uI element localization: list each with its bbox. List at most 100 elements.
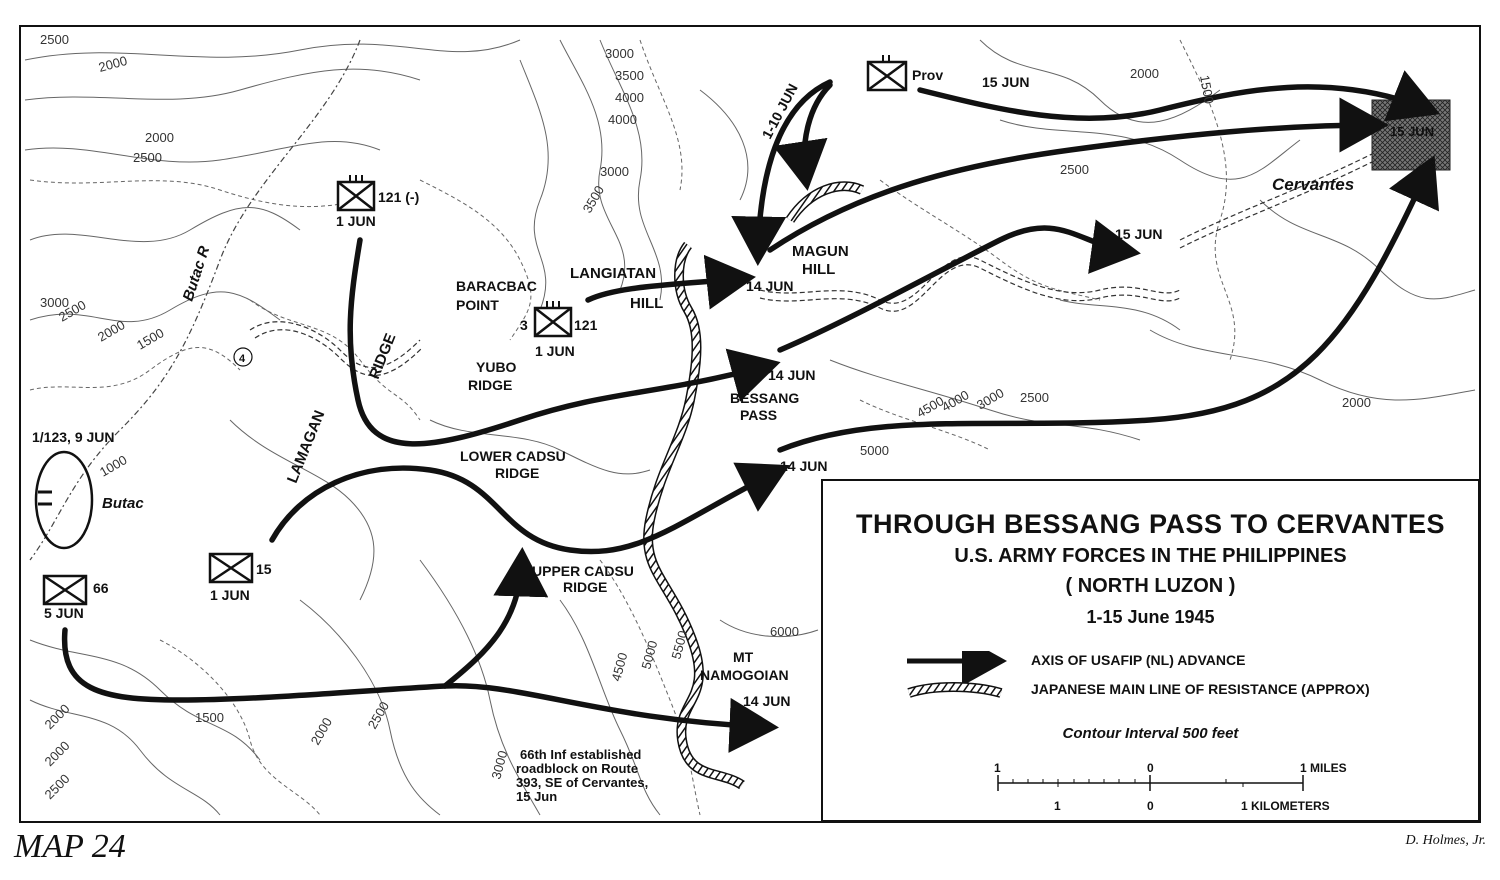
contour-line (419, 179, 532, 341)
cartographer-credit: D. Holmes, Jr. (1405, 833, 1487, 848)
scale-miles-zero: 0 (1147, 761, 1154, 775)
contour-line (719, 619, 819, 637)
unit-symbols (42, 55, 908, 606)
contour-line (419, 559, 541, 816)
place-labels: Cervantes 15 JUN Butac Butac R BARACBAC … (102, 124, 1434, 683)
advance-arrow (442, 547, 549, 689)
unit-3-121-date: 1 JUN (535, 343, 575, 359)
contour-label: 4000 (615, 90, 644, 105)
contour-line (979, 39, 1221, 123)
date-14-jun-magun: 14 JUN (746, 278, 793, 294)
legend-key-advance: AXIS OF USAFIP (NL) ADVANCE (1031, 652, 1246, 668)
advance-arrow (347, 237, 781, 447)
advance-arrow (61, 627, 779, 753)
contour-label: 2500 (133, 150, 162, 165)
place-cervantes: Cervantes (1272, 175, 1354, 194)
place-bessang: BESSANG (730, 390, 799, 406)
japanese-line-of-resistance (643, 181, 865, 790)
unit-123-label: 1/123, 9 JUN (32, 429, 115, 445)
legend-dates: 1-15 June 1945 (1086, 607, 1215, 627)
route-4-label: 4 (239, 353, 246, 365)
date-15-jun-top: 15 JUN (982, 74, 1029, 90)
unit-121-label: 121 (-) (378, 189, 419, 205)
contour-line (29, 699, 221, 816)
unit-prov-label: Prov (912, 67, 943, 83)
contour-line (24, 39, 521, 61)
contour-line (24, 68, 421, 101)
legend-title: THROUGH BESSANG PASS TO CERVANTES (855, 509, 1446, 539)
unit-prov-symbol (866, 55, 908, 92)
contour-line (299, 599, 441, 816)
date-14-jun-bessang: 14 JUN (768, 367, 815, 383)
legend-key-resistance: JAPANESE MAIN LINE OF RESISTANCE (APPROX… (1031, 681, 1370, 697)
contour-label: 3000 (40, 295, 69, 310)
contour-line (429, 419, 651, 475)
legend-box: THROUGH BESSANG PASS TO CERVANTES U.S. A… (821, 479, 1480, 822)
date-14-jun-south: 14 JUN (743, 693, 790, 709)
advance-arrows (61, 70, 1441, 753)
contour-label: 4500 (608, 651, 630, 683)
contour-label: 5500 (668, 629, 690, 661)
advance-arrow (731, 79, 833, 266)
place-yubo: YUBO (476, 359, 517, 375)
contour-label: 2500 (40, 32, 69, 47)
unit-66-date: 5 JUN (44, 605, 84, 621)
contour-label: 3000 (600, 164, 629, 179)
contour-label: 5000 (638, 639, 660, 671)
unit-3-121-right: 121 (574, 317, 598, 333)
contour-line (29, 347, 241, 391)
roadblock-note: 66th Inf established roadblock on Route … (516, 747, 648, 804)
map-number: MAP 24 (14, 828, 126, 865)
contour-line (29, 207, 301, 243)
scale-km-left: 1 (1054, 799, 1061, 813)
scale-bar (997, 775, 1304, 791)
place-magun: MAGUN (792, 243, 849, 260)
contour-line (1149, 329, 1476, 401)
contour-label: 5000 (860, 443, 889, 458)
contour-label: 3000 (488, 749, 510, 781)
contour-line (999, 119, 1301, 180)
contour-label: 3000 (605, 46, 634, 61)
place-langiatan: LANGIATAN (570, 265, 656, 282)
butac-river (29, 39, 361, 561)
place-lower-cadsu: LOWER CADSU (460, 448, 566, 464)
unit-15-symbol (208, 552, 254, 584)
scale-miles-left: 1 (994, 761, 1001, 775)
contour-line (29, 639, 261, 761)
unit-3-121-symbol (533, 301, 573, 338)
contour-line (859, 399, 991, 451)
unit-66-symbol (42, 574, 88, 606)
note-line: 15 Jun (516, 789, 557, 804)
advance-arrow (777, 154, 1439, 453)
unit-3-121-left: 3 (520, 317, 528, 333)
contour-line (1179, 39, 1236, 361)
place-baracbac-point: POINT (456, 297, 499, 313)
legend-subtitle-2: ( NORTH LUZON ) (1065, 575, 1236, 597)
note-line: roadblock on Route (516, 761, 638, 776)
scale-km-zero: 0 (1147, 799, 1154, 813)
route-4-road (249, 149, 1381, 376)
contour-label: 2000 (1130, 66, 1159, 81)
contour-label: 2500 (1060, 162, 1089, 177)
advance-arrow (777, 219, 1141, 353)
date-14-jun-lower: 14 JUN (780, 458, 827, 474)
legend-subtitle-1: U.S. ARMY FORCES IN THE PHILIPPINES (954, 545, 1347, 567)
unit-66-label: 66 (93, 580, 109, 596)
place-langiatan-hill: HILL (630, 295, 663, 312)
contour-line (519, 59, 549, 311)
place-bessang-pass: PASS (740, 407, 777, 423)
contour-label: 6000 (770, 624, 799, 639)
legend-contour-interval: Contour Interval 500 feet (1062, 725, 1239, 742)
advance-arrow (585, 254, 756, 310)
contour-label: 4000 (608, 112, 637, 127)
contour-line (559, 39, 626, 291)
butac-bridge-icon (38, 490, 52, 506)
contour-label: 2000 (97, 53, 129, 75)
place-upper-cadsu-ridge: RIDGE (563, 579, 607, 595)
contour-line (229, 419, 375, 601)
place-yubo-ridge: RIDGE (468, 377, 512, 393)
unit-15-label: 15 (256, 561, 272, 577)
contour-line (599, 39, 662, 301)
place-namogoian: NAMOGOIAN (700, 667, 789, 683)
